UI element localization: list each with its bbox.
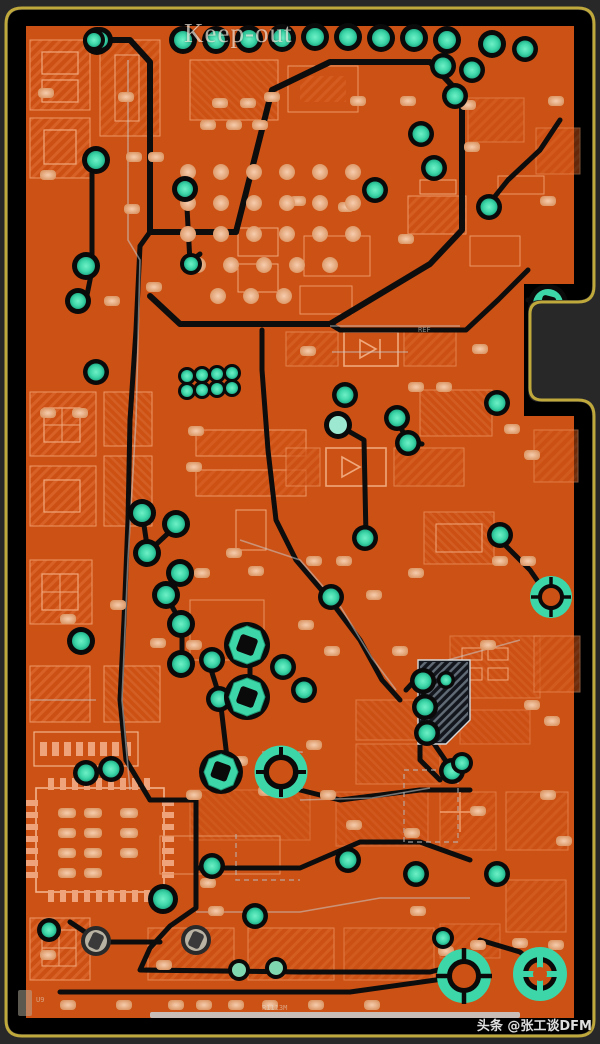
edge-connector-bar xyxy=(150,1012,520,1018)
large-through-hole-pad-group xyxy=(81,284,568,956)
mounting-hole-group xyxy=(254,576,572,1004)
smd-pad-group xyxy=(38,88,572,1010)
svg-text:R1113M: R1113M xyxy=(262,1004,287,1012)
grid-array-pads xyxy=(180,164,361,304)
edge-marker-left xyxy=(18,990,32,1016)
refdes-text: R1113M REF U9 xyxy=(36,326,431,1012)
svg-text:U9: U9 xyxy=(36,996,44,1004)
svg-text:REF: REF xyxy=(418,326,431,334)
silkscreen-layer xyxy=(26,39,581,981)
board-outline xyxy=(4,6,596,1038)
